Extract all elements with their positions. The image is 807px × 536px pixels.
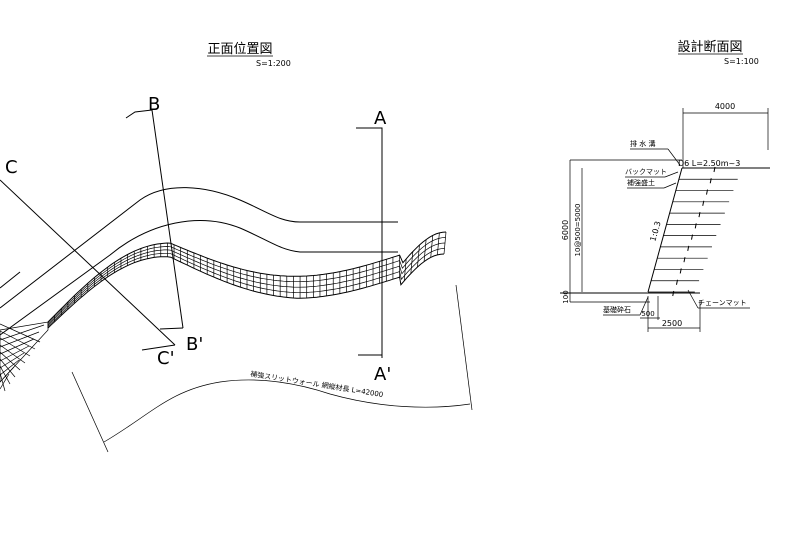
dim-height-text: 6000 <box>561 220 570 240</box>
section-label-b: B <box>148 94 160 115</box>
section-view-title: 設計断面図 <box>677 39 742 55</box>
slope-label: 1:0.3 <box>648 220 662 242</box>
section-line-b: B B' <box>125 94 203 355</box>
section-label-c: C <box>5 157 18 178</box>
dim-base-left-text: 100 <box>562 290 570 303</box>
road-left-edge <box>0 271 21 289</box>
section-view-scale: S=1:100 <box>724 57 759 66</box>
dim-pitch-text: 10@500=5000 <box>574 204 582 257</box>
dim-base: 500 2500 <box>640 296 701 332</box>
road-middle-edge <box>0 220 398 336</box>
hatched-ground <box>0 321 49 392</box>
section-label-c-prime: C' <box>157 348 175 369</box>
section-label-a-prime: A' <box>374 364 391 385</box>
label-drainage: 排 水 溝 <box>630 139 655 148</box>
wall-face <box>647 167 683 293</box>
slit-wall <box>47 231 447 329</box>
reinforcement-layers <box>648 166 742 297</box>
dim-base-right-text: 2500 <box>662 319 682 328</box>
label-reinforcing: 補強盛土 <box>627 178 655 187</box>
dim-top: 4000 <box>682 102 769 168</box>
front-view-title: 正面位置図 <box>207 42 272 57</box>
length-dimension: 補強スリットウォール 網縦材長 L=42000 <box>71 284 473 453</box>
length-annotation: 補強スリットウォール 網縦材長 L=42000 <box>250 369 384 399</box>
section-view: 設計断面図 S=1:100 4000 6000 10@500=5000 100 <box>560 39 770 332</box>
dim-height: 6000 10@500=5000 100 <box>561 160 583 304</box>
label-back-mat: バックマット <box>625 168 667 176</box>
label-chain-mat: チェーンマット <box>698 299 747 307</box>
dim-top-text: 4000 <box>715 102 735 111</box>
road-top-edge <box>0 187 398 309</box>
front-view: 正面位置図 S=1:200 A A' B B' <box>0 42 473 453</box>
section-label-a: A <box>374 108 387 129</box>
callouts: 排 水 溝 D6 L=2.50m~3 バックマット 補強盛土 チェーンマット 基… <box>603 139 750 316</box>
section-label-b-prime: B' <box>186 334 203 355</box>
label-foundation: 基礎砕石 <box>603 305 631 314</box>
section-line-c: C C' <box>0 157 176 369</box>
dim-base-mid-text: 500 <box>641 310 654 318</box>
section-line-a: A A' <box>356 108 391 385</box>
front-view-scale: S=1:200 <box>256 59 291 68</box>
label-anchor: D6 L=2.50m~3 <box>678 159 740 168</box>
